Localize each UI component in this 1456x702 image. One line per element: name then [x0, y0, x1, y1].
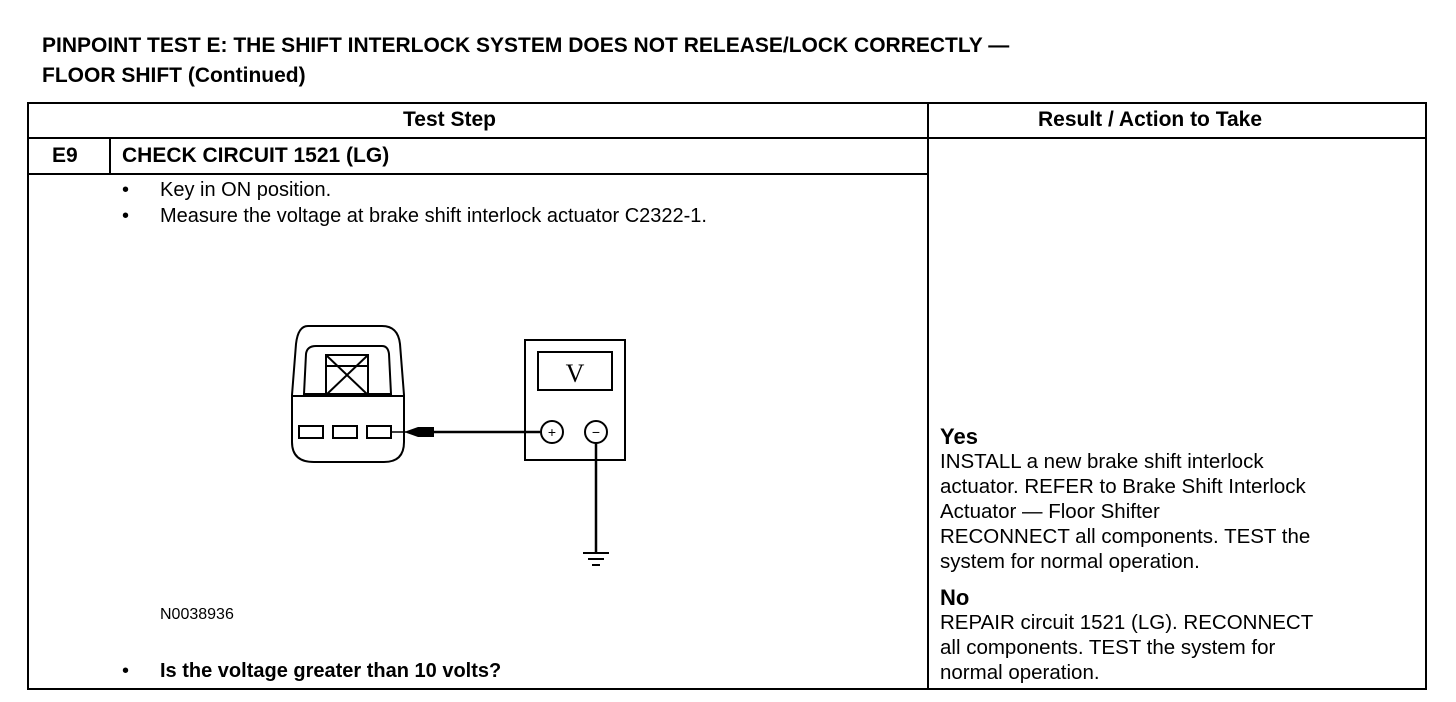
result-yes: Yes INSTALL a new brake shift interlock … — [940, 425, 1420, 574]
yes-line: RECONNECT all components. TEST the — [940, 525, 1311, 548]
step-id: E9 — [52, 144, 78, 167]
result-no: No REPAIR circuit 1521 (LG). RECONNECT a… — [940, 586, 1420, 685]
bullet-icon: • — [122, 205, 130, 227]
instruction-text: Key in ON position. — [160, 179, 332, 201]
title-line-2: FLOOR SHIFT (Continued) — [42, 64, 306, 87]
step-row-divider — [27, 173, 929, 175]
connector-icon — [291, 325, 405, 463]
bullet-icon: • — [122, 179, 130, 201]
figure-id: N0038936 — [160, 606, 234, 623]
column-header-test-step: Test Step — [403, 108, 496, 131]
header-row-divider — [27, 137, 1427, 139]
column-header-result: Result / Action to Take — [1038, 108, 1263, 131]
no-line: REPAIR circuit 1521 (LG). RECONNECT — [940, 611, 1314, 634]
yes-line: system for normal operation. — [940, 550, 1200, 573]
test-table — [27, 102, 1427, 690]
instruction-1: • Key in ON position. — [122, 179, 331, 202]
title-line-1: PINPOINT TEST E: THE SHIFT INTERLOCK SYS… — [42, 34, 1010, 57]
yes-line: INSTALL a new brake shift interlock — [940, 450, 1264, 473]
instruction-text: Measure the voltage at brake shift inter… — [160, 205, 707, 227]
question-text: Is the voltage greater than 10 volts? — [160, 660, 502, 682]
yes-label: Yes — [940, 424, 978, 449]
bullet-icon: • — [122, 660, 130, 682]
question-row: • Is the voltage greater than 10 volts? — [122, 660, 501, 683]
meter-display: V — [566, 359, 585, 388]
ground-icon — [583, 443, 609, 566]
step-id-divider — [109, 137, 111, 175]
probe-lead — [391, 427, 540, 437]
step-title: CHECK CIRCUIT 1521 (LG) — [122, 144, 390, 167]
no-label: No — [940, 585, 970, 610]
yes-line: Actuator — Floor Shifter — [940, 500, 1160, 523]
instruction-2: • Measure the voltage at brake shift int… — [122, 205, 707, 228]
no-line: normal operation. — [940, 661, 1100, 684]
page-title: PINPOINT TEST E: THE SHIFT INTERLOCK SYS… — [42, 31, 1009, 91]
yes-line: actuator. REFER to Brake Shift Interlock — [940, 475, 1306, 498]
minus-terminal-label: − — [592, 424, 600, 440]
column-divider — [927, 102, 929, 690]
no-line: all components. TEST the system for — [940, 636, 1276, 659]
voltmeter-icon — [524, 339, 626, 461]
plus-terminal-label: + — [548, 424, 556, 440]
